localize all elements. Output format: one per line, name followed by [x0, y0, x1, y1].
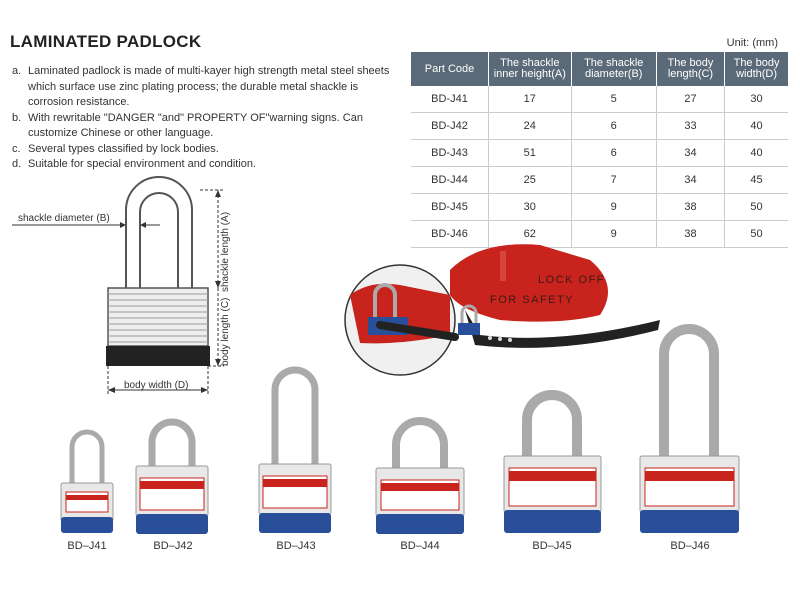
lock-caption: BD–J44	[400, 540, 440, 552]
lockout-bag-icon: LOCK OFF FOR SAFETY	[344, 244, 660, 376]
table-cell: 34	[656, 166, 726, 194]
table-cell: 9	[571, 193, 657, 221]
spec-table: Part Code The shackle inner height(A) Th…	[411, 52, 788, 248]
table-cell: 27	[656, 86, 726, 113]
table-cell: 17	[488, 86, 572, 113]
table-cell: 6	[571, 139, 657, 167]
table-cell: 24	[488, 112, 572, 140]
bag-text-line2: FOR SAFETY	[490, 294, 574, 306]
padlock-icon	[258, 366, 332, 533]
table-cell: BD-J45	[411, 193, 489, 221]
description-item: a. Laminated padlock is made of multi-kay…	[12, 64, 392, 111]
table-header-row: Part Code The shackle inner height(A) Th…	[411, 52, 788, 86]
table-cell: 38	[656, 220, 726, 248]
table-cell: BD-J46	[411, 220, 489, 248]
table-cell: 5	[571, 86, 657, 113]
description-item: d. Suitable for special environment and c…	[12, 157, 392, 173]
table-cell: 34	[656, 139, 726, 167]
table-cell: 50	[724, 220, 788, 248]
table-cell: 45	[724, 166, 788, 194]
description-item: c. Several types classified by lock bodie…	[12, 142, 392, 158]
item-marker: b.	[12, 111, 22, 124]
table-cell: 40	[724, 112, 788, 140]
unit-label: Unit: (mm)	[726, 37, 778, 49]
bag-text-line1: LOCK OFF	[538, 274, 605, 286]
shackle-diameter-label: shackle diameter (B)	[18, 213, 110, 224]
header-shackle-diameter: The shackle diameter(B)	[571, 52, 657, 86]
item-text: Laminated padlock is made of multi-kayer…	[28, 65, 390, 108]
lock-caption: BD–J43	[276, 540, 316, 552]
header-body-width: The body width(D)	[724, 52, 788, 86]
body-width-label: body width (D)	[124, 380, 189, 391]
table-cell: 62	[488, 220, 572, 248]
table-cell: 30	[488, 193, 572, 221]
table-cell: 38	[656, 193, 726, 221]
lock-caption: BD–J46	[670, 540, 710, 552]
item-text: Several types classified by lock bodies.	[28, 142, 219, 155]
description-item: b. With rewritable "DANGER "and" PROPERTY…	[12, 111, 392, 142]
page-title: LAMINATED PADLOCK	[10, 32, 202, 51]
item-text: Suitable for special environment and con…	[28, 158, 257, 170]
item-marker: c.	[12, 142, 21, 155]
table-cell: 50	[724, 193, 788, 221]
body-length-label: body length (C)	[220, 297, 231, 366]
table-cell: BD-J43	[411, 139, 489, 167]
table-cell: BD-J41	[411, 86, 489, 113]
padlock-icon	[135, 418, 209, 534]
table-cell: 40	[724, 139, 788, 167]
shackle-length-label: shackle length (A)	[220, 211, 231, 292]
item-marker: d.	[12, 158, 22, 170]
header-body-length: The body length(C)	[656, 52, 726, 86]
lock-caption: BD–J45	[532, 540, 572, 552]
item-marker: a.	[12, 65, 22, 77]
table-cell: 33	[656, 112, 726, 140]
table-cell: 9	[571, 220, 657, 248]
table-cell: 7	[571, 166, 657, 194]
padlock-icon	[503, 390, 602, 533]
table-cell: 25	[488, 166, 572, 194]
table-cell: 6	[571, 112, 657, 140]
lock-caption: BD–J41	[67, 540, 107, 552]
padlock-icon	[639, 324, 740, 533]
table-cell: BD-J42	[411, 112, 489, 140]
padlock-icon	[375, 417, 465, 534]
padlock-icon	[60, 429, 114, 533]
lock-caption: BD–J42	[153, 540, 193, 552]
item-text: With rewritable "DANGER "and" PROPERTY O…	[28, 111, 363, 140]
header-part-code: Part Code	[411, 52, 489, 86]
padlock-diagram-icon	[12, 176, 224, 394]
table-cell: 51	[488, 139, 572, 167]
header-shackle-height: The shackle inner height(A)	[488, 52, 572, 86]
table-cell: BD-J44	[411, 166, 489, 194]
table-cell: 30	[724, 86, 788, 113]
description-list: a. Laminated padlock is made of multi-kay…	[12, 64, 392, 173]
